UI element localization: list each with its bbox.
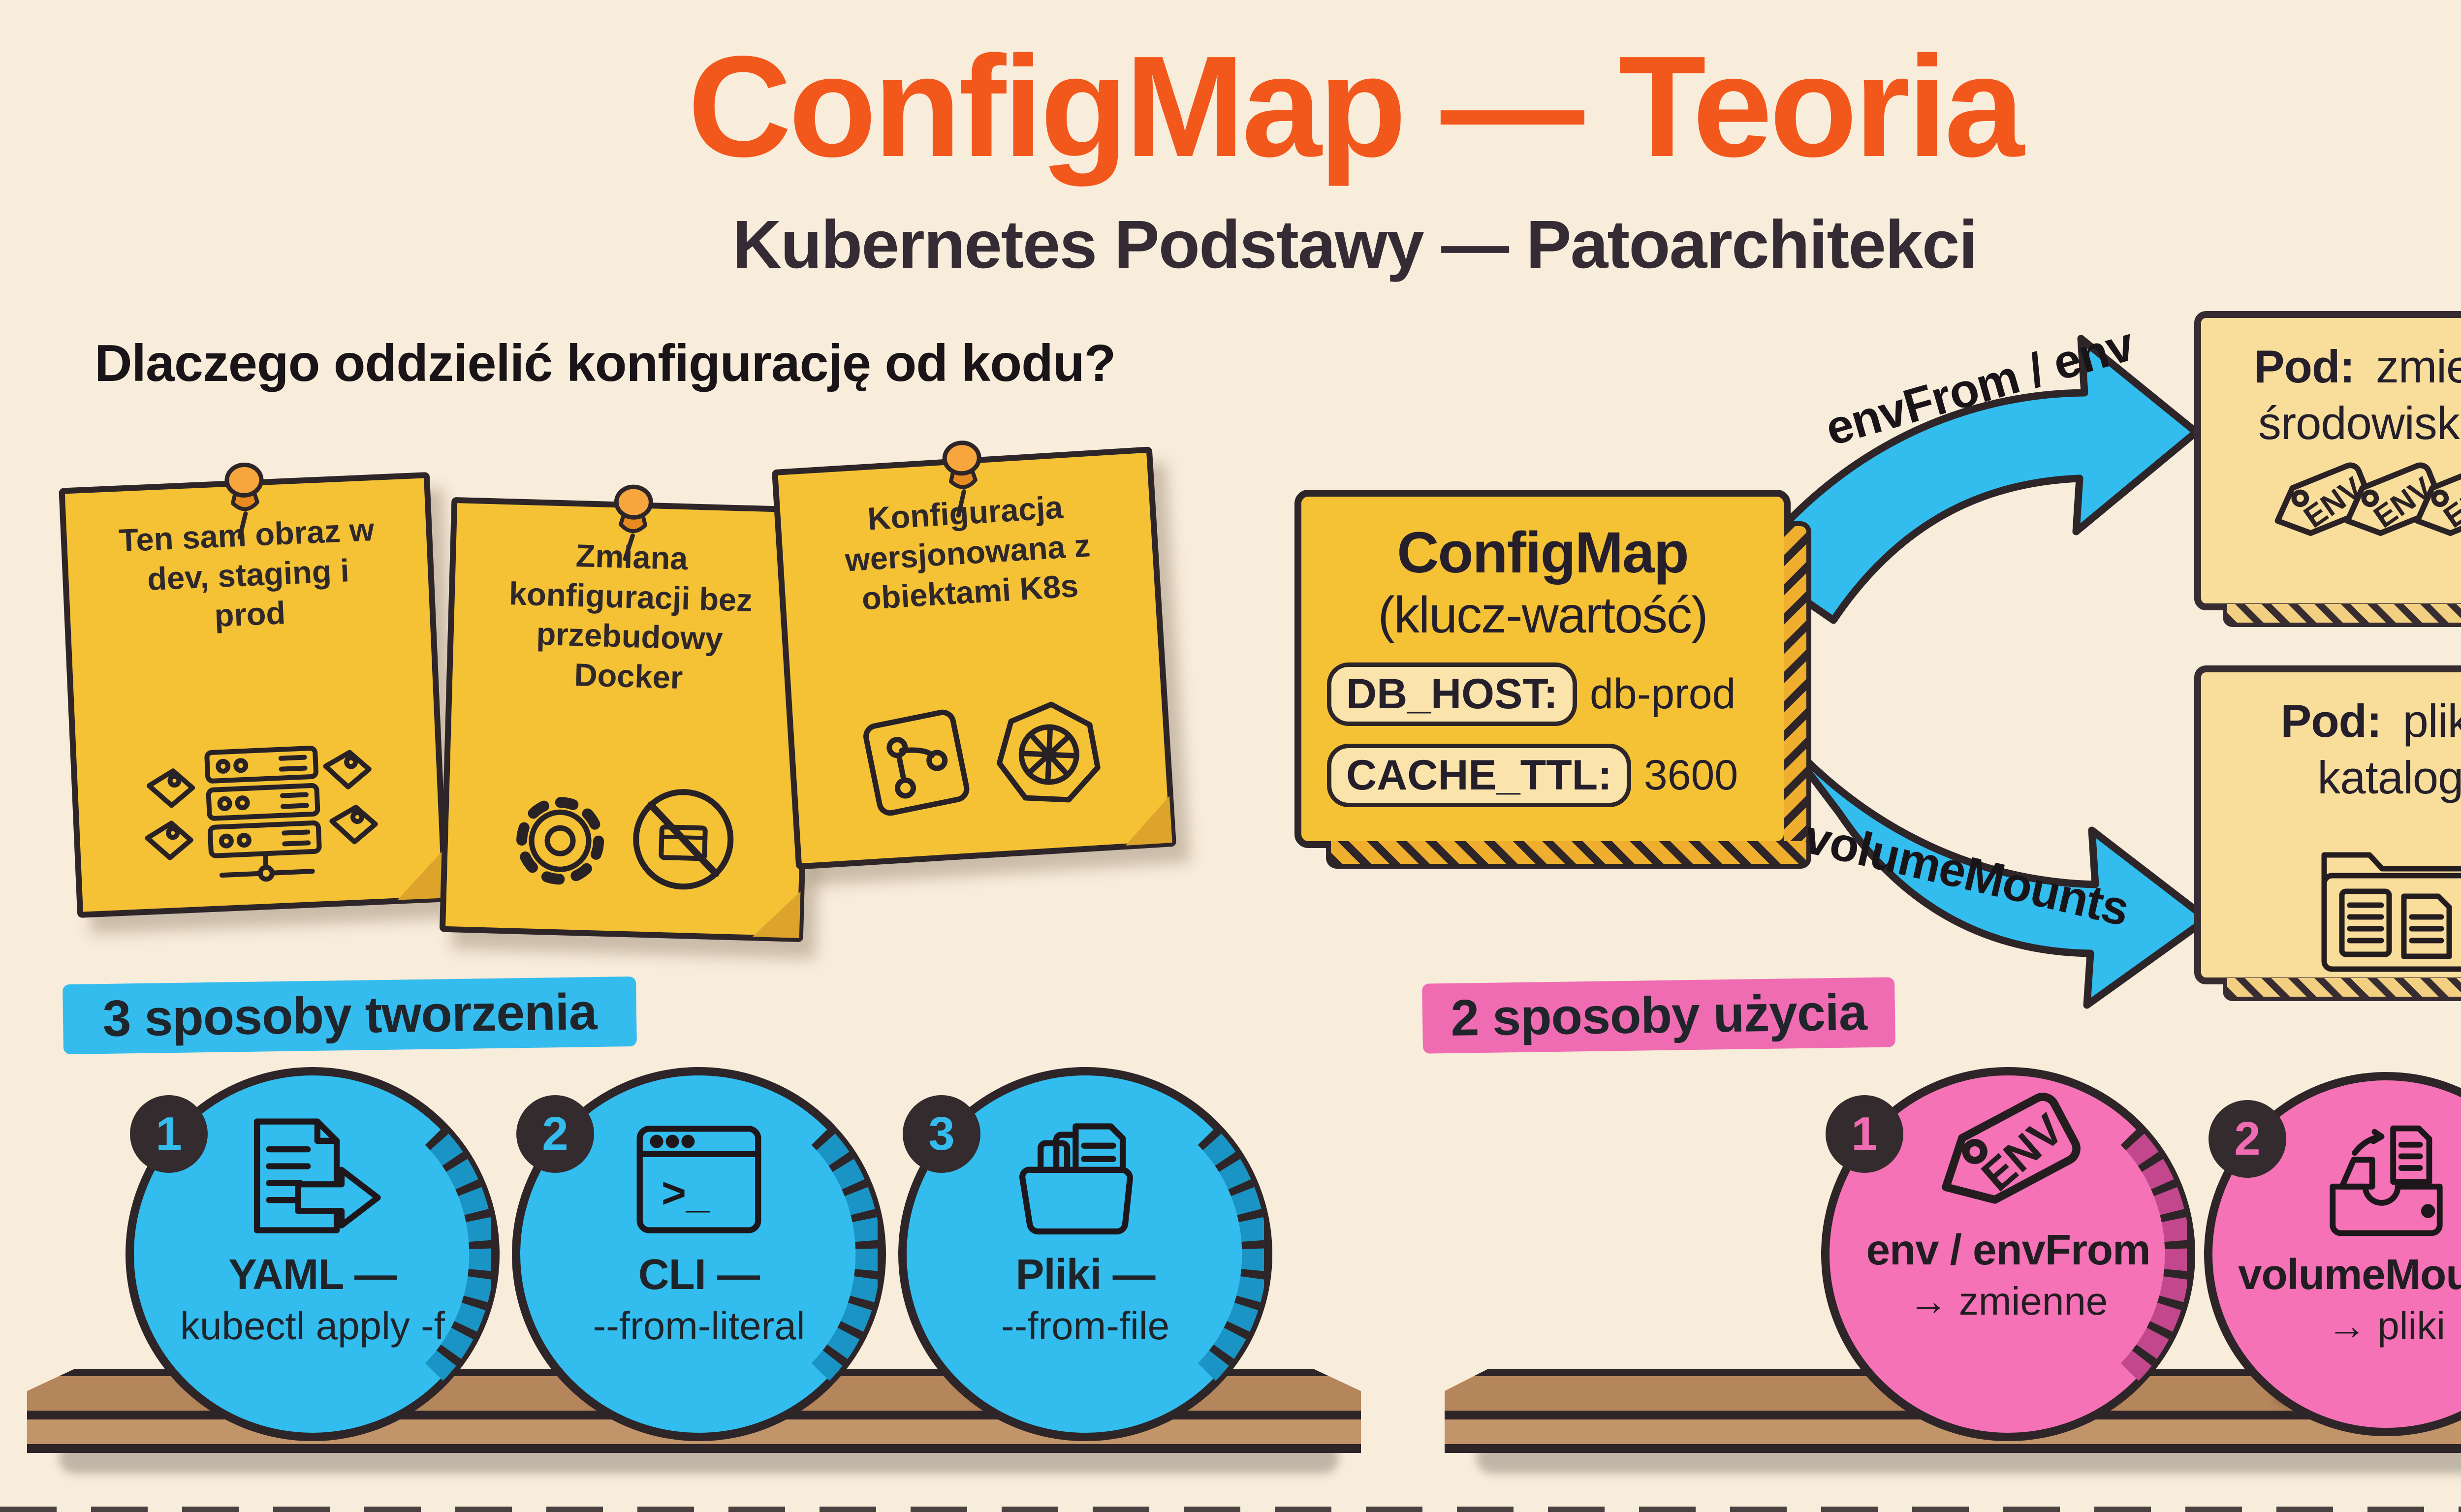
pod-label: Pod: — [2280, 695, 2382, 747]
create-item-command: --from-file — [1001, 1304, 1170, 1348]
note-corner-fold — [1123, 796, 1172, 846]
folder-files-icon — [2300, 822, 2461, 985]
step-number-badge: 2 — [516, 1095, 594, 1173]
create-item-command: --from-literal — [593, 1304, 805, 1348]
create-item-title: YAML — — [228, 1251, 397, 1298]
configmap-subtitle: (klucz-wartość) — [1378, 587, 1708, 644]
bottom-dashed-border — [0, 1507, 2461, 1512]
step-number-badge: 1 — [1826, 1095, 1903, 1173]
arrow-envfrom — [1747, 335, 2200, 624]
page-title: ConfigMap — Teoria — [688, 26, 2024, 187]
use-item-env: 1 ENV env / envFrom → zmienne — [1821, 1067, 2195, 1441]
configmap-box: ConfigMap (klucz-wartość) DB_HOST: db-pr… — [1294, 490, 1811, 869]
folder-docs-icon — [1011, 1112, 1159, 1247]
configmap-edge-hatch — [1326, 841, 1811, 869]
configmap-value: 3600 — [1643, 752, 1738, 799]
why-section-heading: Dlaczego oddzielić konfigurację od kodu? — [95, 334, 1116, 392]
use-item-title: volumeMounts — [2238, 1251, 2461, 1298]
step-number-badge: 1 — [130, 1095, 208, 1173]
create-item-title: CLI — — [638, 1251, 760, 1298]
inbox-file-icon — [2315, 1117, 2458, 1247]
note-corner-fold — [752, 890, 801, 938]
servers-tags-icon — [117, 716, 400, 890]
create-item-yaml: 1 YAML — kubectl apply -f — [126, 1067, 500, 1441]
configmap-key-badge: CACHE_TTL: — [1327, 744, 1631, 807]
configmap-title: ConfigMap — [1397, 520, 1689, 585]
sticky-note-versioned: Konfiguracja wersjonowana z obiektami K8… — [771, 441, 1177, 870]
pod-files-title: Pod: pliki w katalogu — [2231, 693, 2461, 806]
configmap-edge-hatch — [1784, 521, 1811, 869]
note-corner-fold — [395, 851, 444, 900]
git-k8s-icon — [838, 677, 1122, 841]
create-item-cli: 2 >_ CLI — --from-literal — [512, 1067, 886, 1441]
env-tags-icon: ENV ENV ENV — [2267, 462, 2461, 539]
create-section-heading-text: 3 sposoby tworzenia — [102, 983, 598, 1047]
use-item-result: → zmienne — [1908, 1279, 2108, 1323]
sticky-note-no-rebuild: Zmiana konfiguracji bez przebudowy Docke… — [439, 484, 816, 943]
pod-label: Pod: — [2253, 341, 2355, 392]
pushpin-icon — [209, 454, 282, 543]
create-item-files: 3 Pliki — --from-file — [898, 1067, 1272, 1441]
pod-env-title: Pod: zmienne środowiskowe — [2228, 339, 2461, 451]
arrow-volumemounts — [1759, 708, 2211, 1009]
yaml-file-arrow-icon — [239, 1112, 386, 1247]
page-subtitle: Kubernetes Podstawy — Patoarchitekci — [732, 207, 1978, 283]
configmap-value: db-prod — [1590, 670, 1736, 718]
pod-title-rest: pliki w katalogu — [2317, 695, 2461, 803]
pod-edge-hatch — [2223, 978, 2461, 1001]
step-number-badge: 3 — [903, 1095, 980, 1173]
create-item-title: Pliki — — [1015, 1251, 1155, 1298]
svg-text:>_: >_ — [662, 1169, 710, 1217]
terminal-icon: >_ — [625, 1112, 773, 1247]
configmap-key-badge: DB_HOST: — [1327, 662, 1578, 726]
pod-title-rest: zmienne środowiskowe — [2258, 341, 2461, 449]
step-number-badge: 2 — [2209, 1100, 2286, 1178]
pod-env-box: Pod: zmienne środowiskowe ENV ENV ENV — [2194, 311, 2461, 627]
sticky-note-same-image: Ten sam obraz w dev, staging i prod — [59, 462, 448, 918]
gear-no-docker-icon — [489, 760, 759, 915]
pod-files-box: Pod: pliki w katalogu — [2194, 665, 2461, 1001]
pushpin-icon — [597, 476, 668, 565]
pushpin-icon — [926, 432, 1000, 522]
create-section-heading: 3 sposoby tworzenia — [63, 976, 637, 1055]
configmap-entry: DB_HOST: db-prod — [1327, 662, 1784, 726]
use-item-result: → pliki — [2327, 1304, 2446, 1348]
configmap-entry: CACHE_TTL: 3600 — [1327, 744, 1784, 807]
create-item-command: kubectl apply -f — [180, 1304, 445, 1348]
env-tag-icon: ENV — [1913, 1073, 2104, 1238]
pod-edge-hatch — [2223, 604, 2461, 627]
use-item-title: env / envFrom — [1866, 1226, 2151, 1274]
